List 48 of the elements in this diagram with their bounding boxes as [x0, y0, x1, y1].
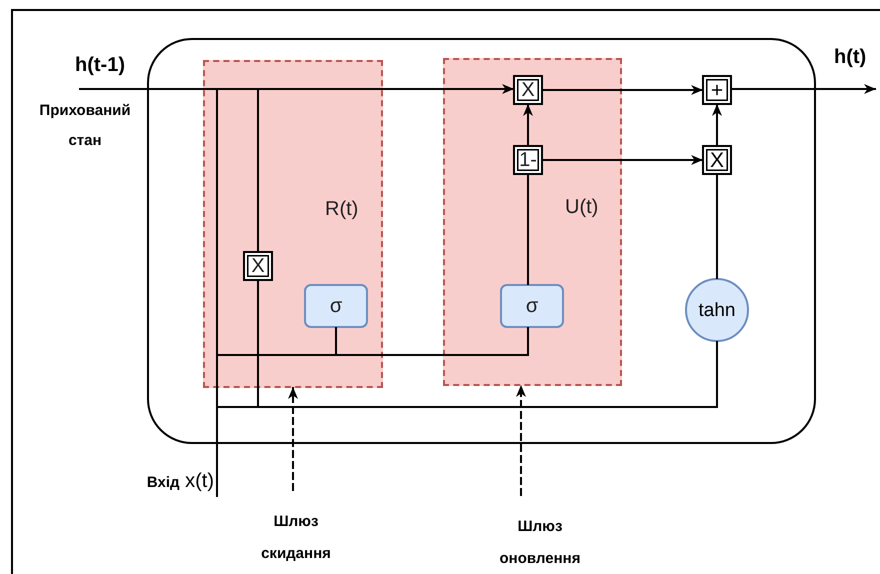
operation-box [513, 145, 543, 175]
connector-line [216, 88, 218, 356]
gate-name: Шлюз оновлення [498, 517, 582, 569]
operation-box [513, 75, 543, 105]
activation-box [500, 284, 564, 328]
gate-region [203, 60, 383, 388]
connector-line [216, 354, 218, 408]
arrow [712, 104, 722, 146]
activation-box [304, 284, 368, 328]
tanh-label: tahn [698, 300, 736, 320]
gate-name: Шлюз скидання [260, 512, 332, 564]
gate-label: U(t) [565, 197, 598, 217]
operator-symbol: X [710, 150, 724, 170]
arrow [79, 84, 514, 94]
connector-line [335, 327, 337, 356]
input-label: Вхід x(t) [146, 469, 214, 494]
operator-symbol: + [710, 80, 724, 100]
operation-box [702, 145, 732, 175]
connector-line [257, 88, 259, 252]
sigma-symbol: σ [330, 296, 342, 316]
arrow [542, 85, 703, 95]
operator-symbol: X [251, 256, 265, 276]
dashed-arrow [288, 387, 298, 491]
sigma-symbol: σ [526, 296, 538, 316]
operation-box [702, 75, 732, 105]
signal-label: h(t) [834, 46, 866, 69]
state-label: Прихований стан [38, 101, 132, 151]
connector-line [257, 406, 718, 408]
operation-box [243, 251, 273, 281]
gate-label: R(t) [325, 199, 358, 219]
arrow [731, 84, 876, 94]
gru-cell-outline [147, 38, 816, 444]
arrow [523, 104, 533, 146]
connector-line [716, 341, 718, 408]
connector-line [216, 406, 259, 408]
operator-symbol: X [521, 80, 535, 100]
dashed-arrow [516, 385, 526, 496]
connector-line [527, 174, 529, 285]
connector-line [216, 406, 218, 497]
arrow [542, 155, 703, 165]
connector-line [216, 354, 337, 356]
connector-line [716, 174, 718, 279]
operator-symbol: 1- [519, 150, 537, 170]
connector-line [335, 354, 529, 356]
gate-region [443, 58, 622, 386]
connector-line [257, 280, 259, 408]
connector-line [527, 327, 529, 356]
signal-label: h(t-1) [75, 54, 125, 77]
